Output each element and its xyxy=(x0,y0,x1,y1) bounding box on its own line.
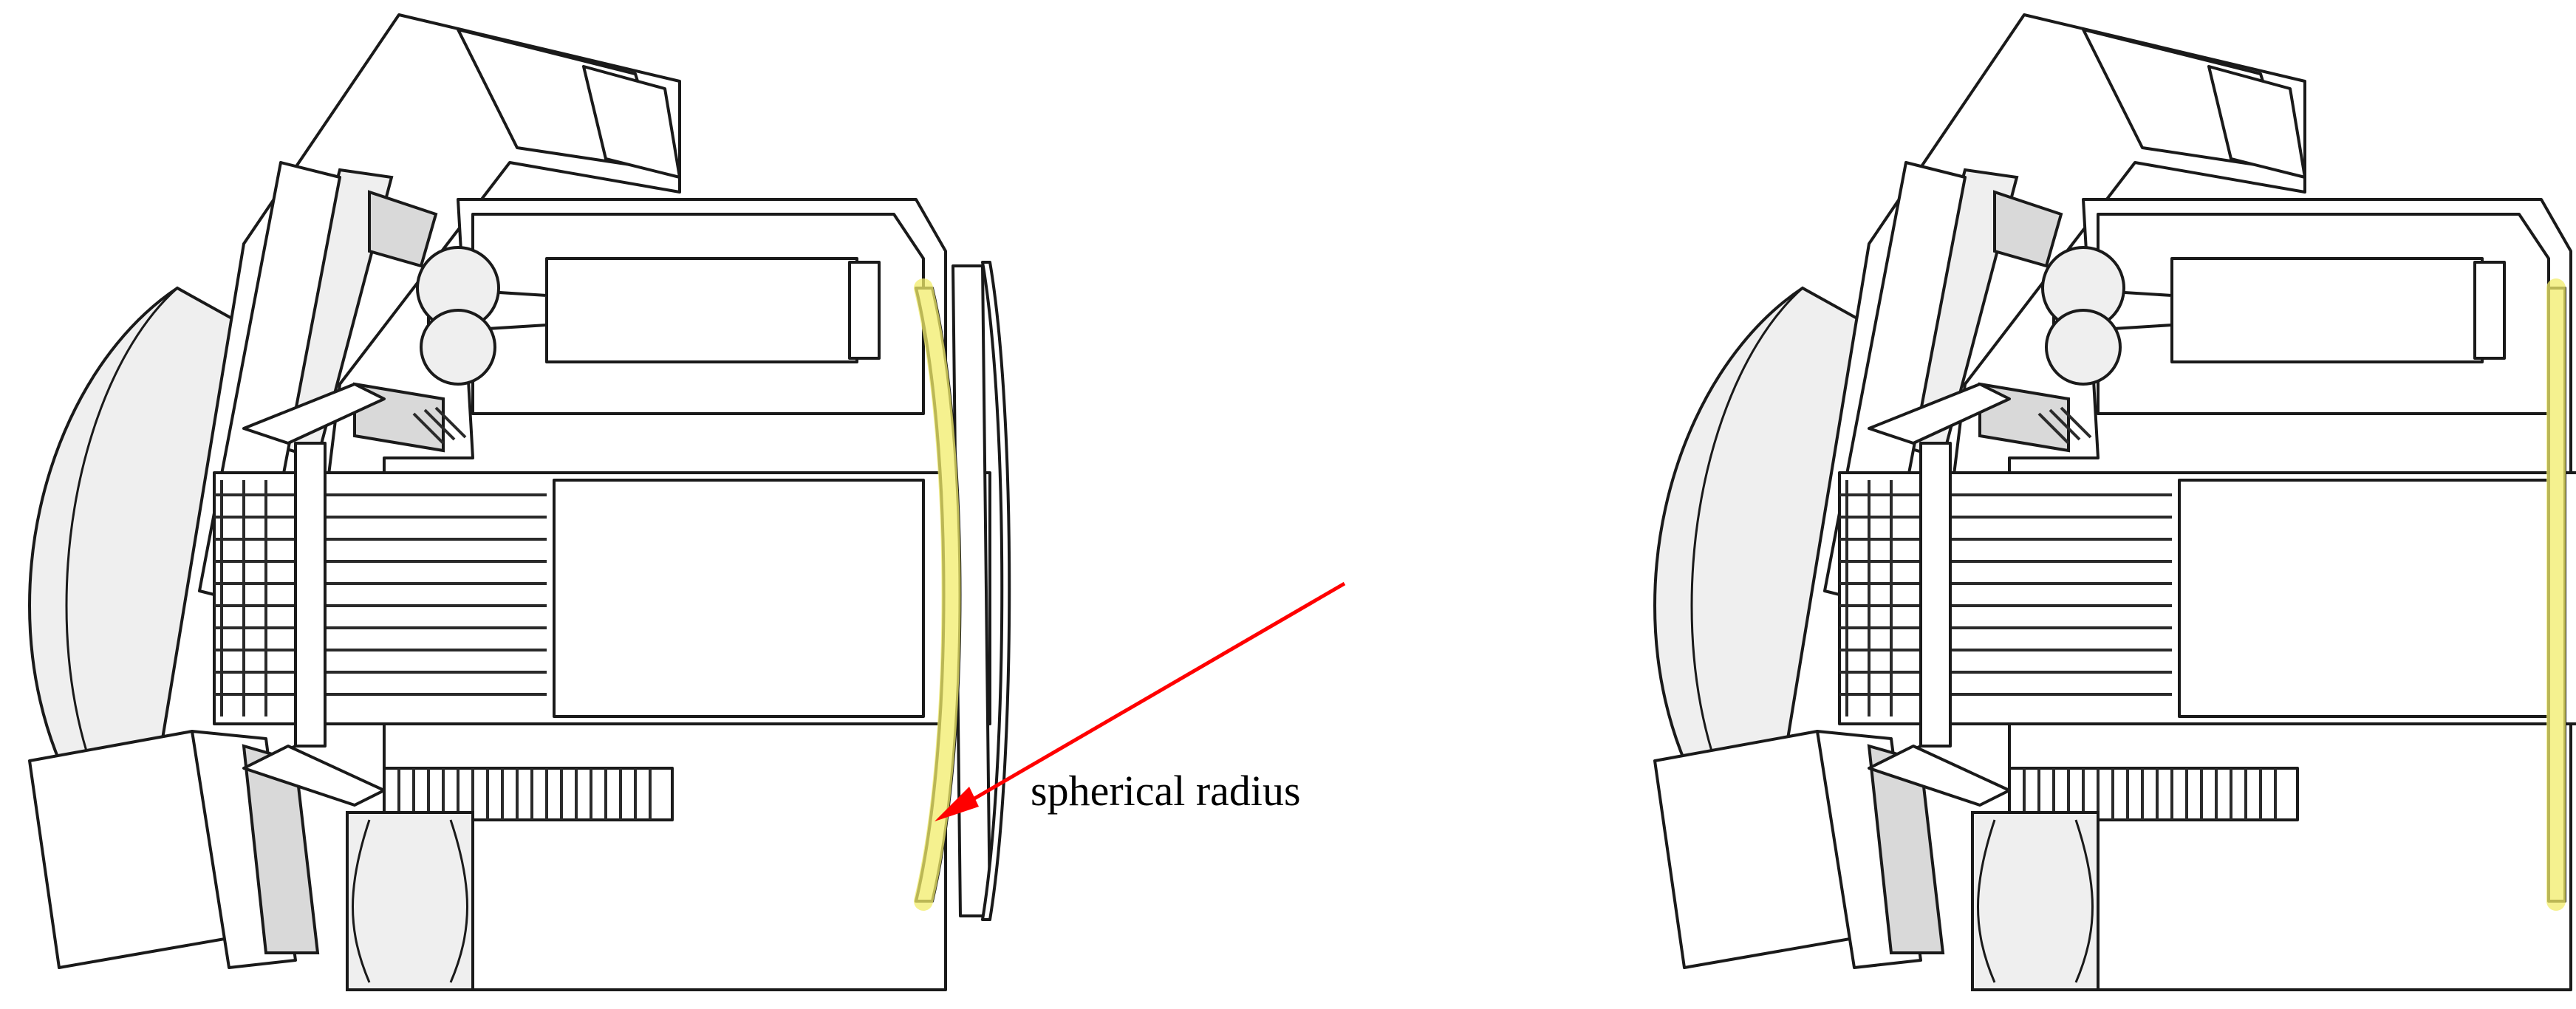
spherical-radius-label: spherical radius xyxy=(1031,767,1301,815)
pump-with-flat-valve-plate xyxy=(1653,13,2576,991)
pump-with-spherical-valve-plate xyxy=(28,13,1011,991)
annotation-arrow xyxy=(935,581,1346,821)
arrow-head xyxy=(935,787,979,821)
spherical-face-highlight xyxy=(914,278,961,911)
